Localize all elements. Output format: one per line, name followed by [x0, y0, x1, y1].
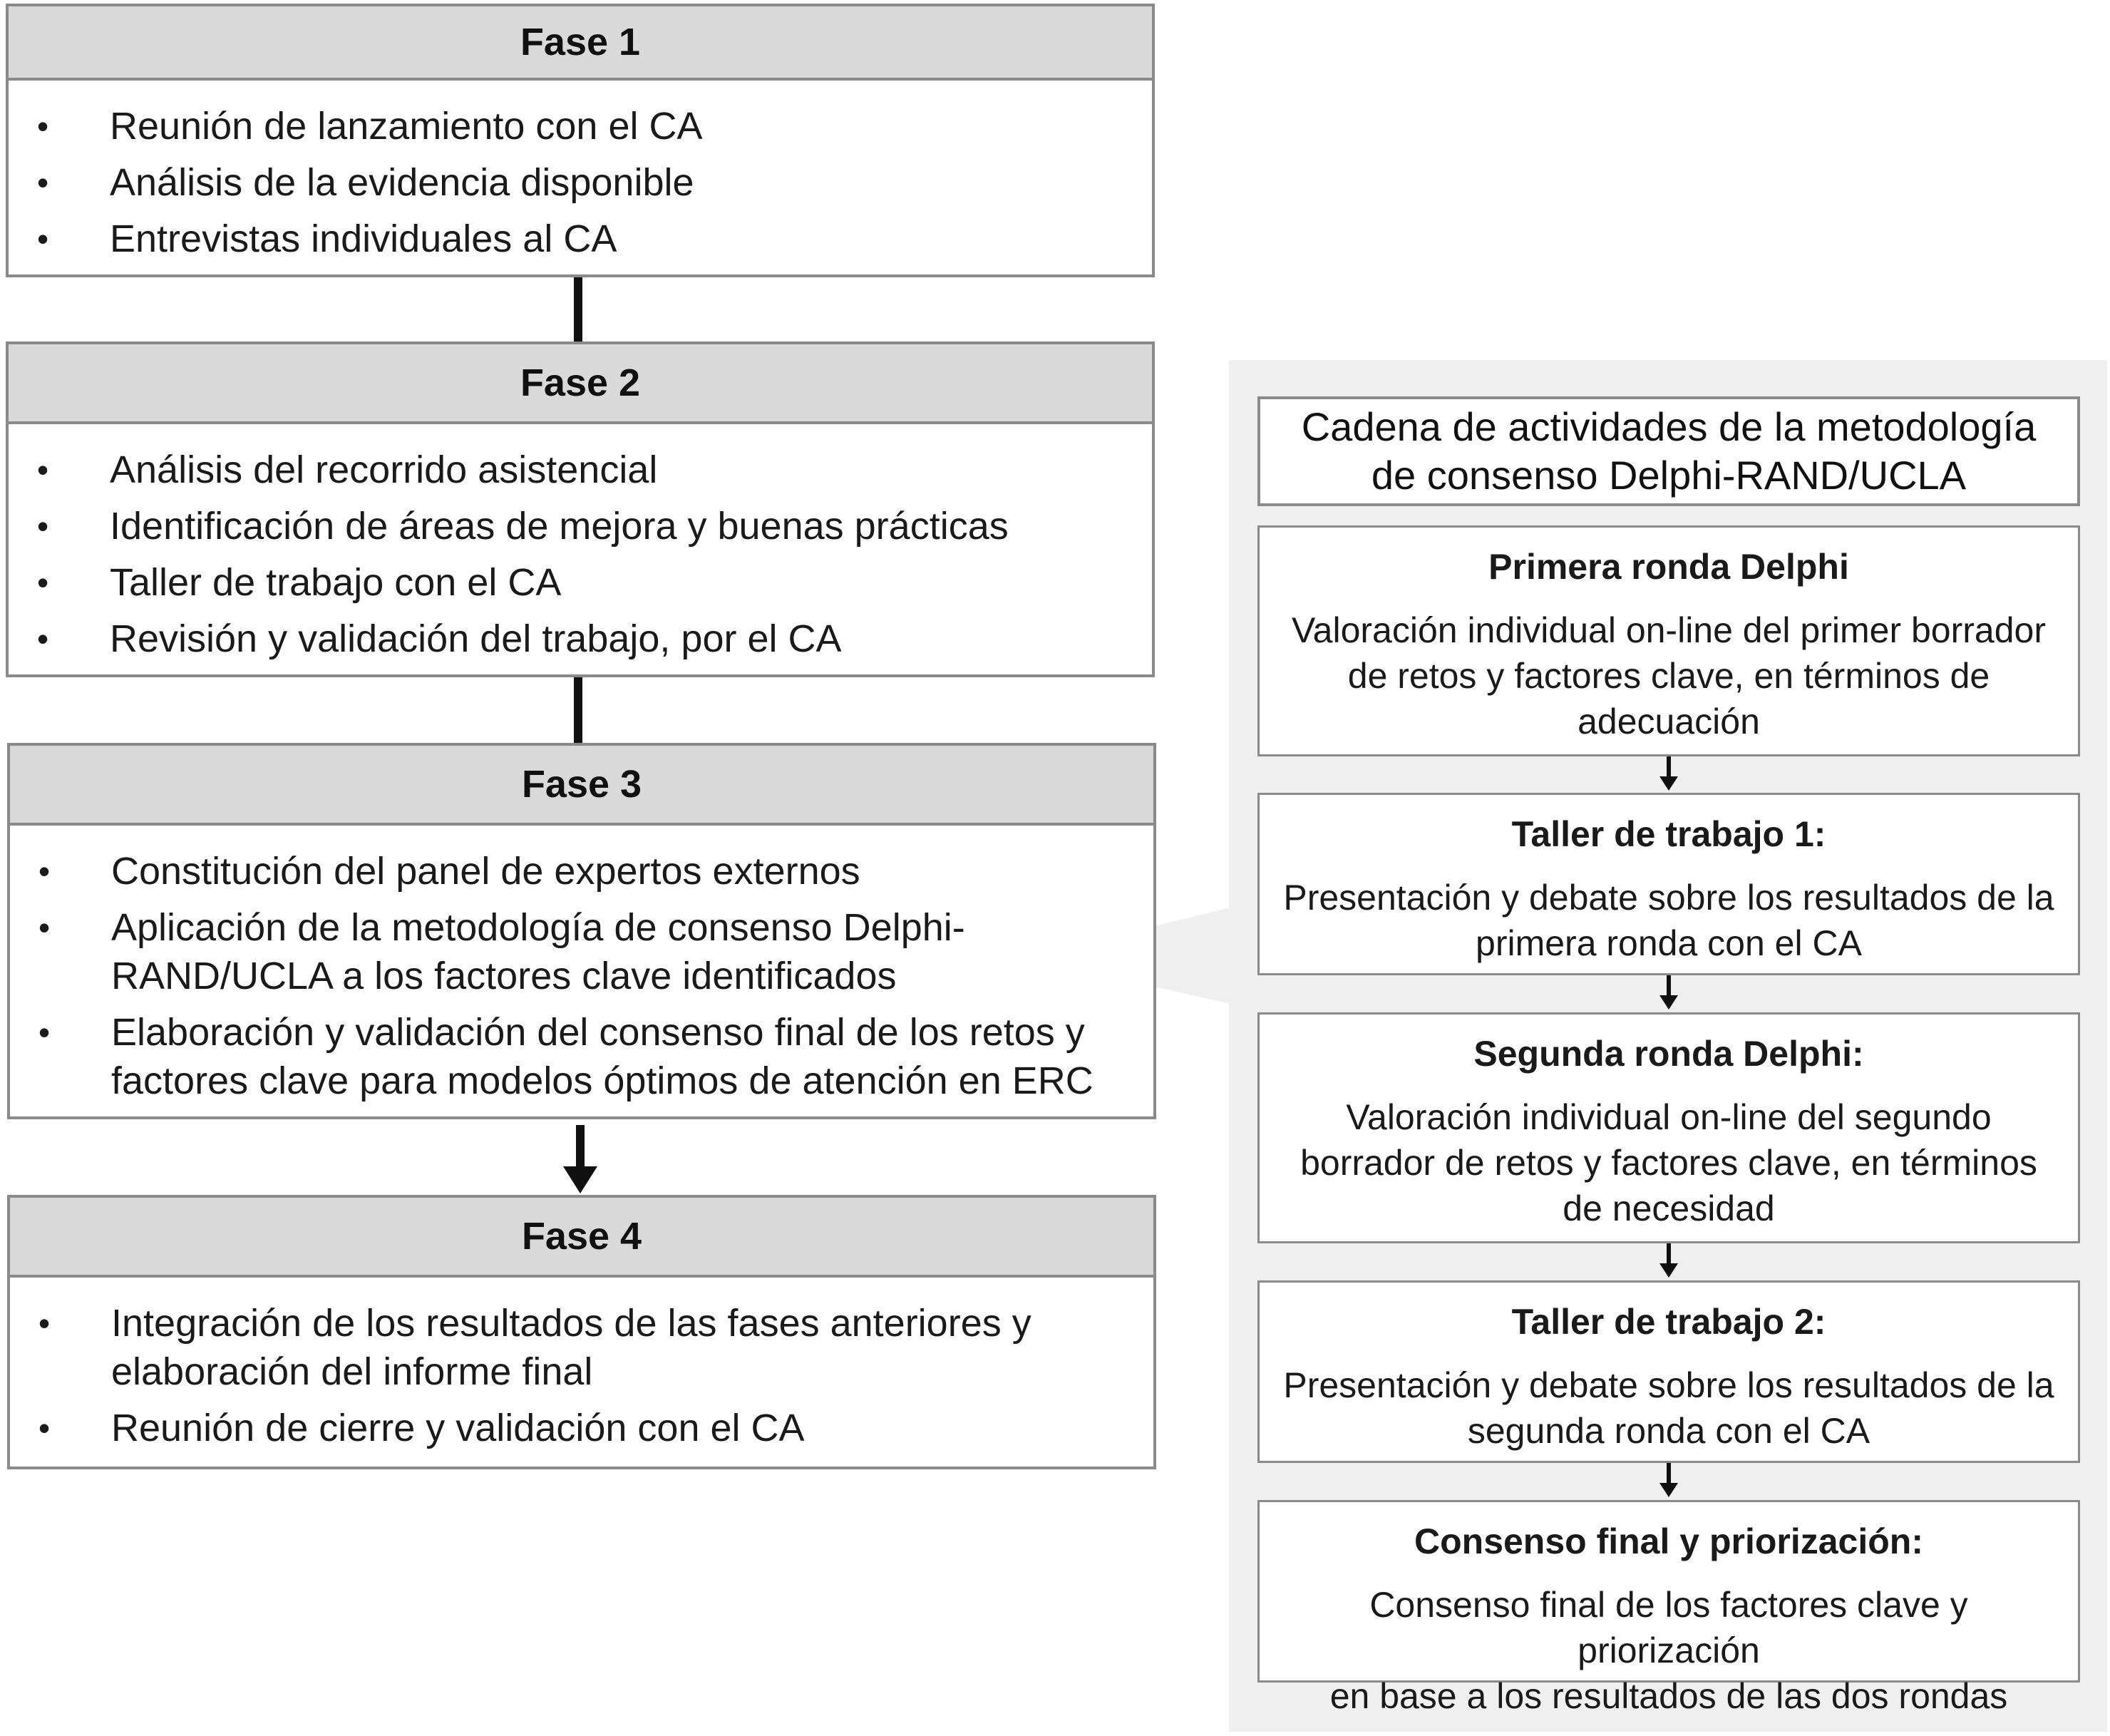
list-item: Revisión y validación del trabajo, por e…	[9, 615, 1152, 663]
list-item: Identificación de áreas de mejora y buen…	[9, 502, 1152, 550]
step-arrow-head	[1659, 1483, 1678, 1497]
phase-4-list: Integración de los resultados de las fas…	[10, 1278, 1153, 1467]
step-description: Valoración individual on-line del segund…	[1300, 1097, 2037, 1228]
list-item: Análisis de la evidencia disponible	[9, 158, 1152, 207]
phase-1-title: Fase 1	[9, 6, 1152, 81]
phase-1-list: Reunión de lanzamiento con el CA Análisi…	[9, 81, 1152, 274]
list-item: Reunión de lanzamiento con el CA	[9, 102, 1152, 150]
list-item: Entrevistas individuales al CA	[9, 215, 1152, 263]
step-description: Presentación y debate sobre los resultad…	[1283, 878, 2054, 963]
step-taller-2: Taller de trabajo 2: Presentación y deba…	[1257, 1280, 2080, 1463]
list-item: Constitución del panel de expertos exter…	[10, 847, 1153, 895]
phase-3-box: Fase 3 Constitución del panel de experto…	[7, 743, 1156, 1119]
phase-3-list: Constitución del panel de expertos exter…	[10, 826, 1153, 1116]
step-arrow-head	[1659, 776, 1678, 791]
connector-fase1-fase2	[574, 272, 582, 341]
list-item: Taller de trabajo con el CA	[9, 558, 1152, 607]
phase-3-title: Fase 3	[10, 746, 1153, 826]
step-consenso-final: Consenso final y priorización: Consenso …	[1257, 1500, 2080, 1716]
step-title: Taller de trabajo 1:	[1511, 814, 1826, 854]
step-arrow-head	[1659, 1263, 1678, 1278]
step-connector	[1667, 975, 1671, 995]
step-taller-1: Taller de trabajo 1: Presentación y deba…	[1257, 793, 2080, 975]
step-description: Valoración individual on-line del primer…	[1292, 610, 2046, 741]
step-primera-ronda: Primera ronda Delphi Valoración individu…	[1257, 525, 2080, 756]
list-item: Reunión de cierre y validación con el CA	[10, 1404, 1153, 1452]
step-connector	[1667, 1463, 1671, 1483]
step-title: Consenso final y priorización:	[1414, 1521, 1923, 1561]
phase-2-box: Fase 2 Análisis del recorrido asistencia…	[6, 341, 1155, 677]
step-arrow-head	[1659, 995, 1678, 1010]
list-item: Elaboración y validación del consenso fi…	[10, 1008, 1153, 1105]
step-description: Presentación y debate sobre los resultad…	[1283, 1365, 2054, 1451]
step-connector	[1667, 756, 1671, 776]
phase-2-title: Fase 2	[9, 344, 1152, 424]
step-title: Segunda ronda Delphi:	[1473, 1034, 1864, 1074]
phase-4-box: Fase 4 Integración de los resultados de …	[7, 1195, 1156, 1469]
step-connector	[1667, 1243, 1671, 1263]
step-description: Consenso final de los factores clave y p…	[1329, 1585, 2008, 1716]
phase-4-title: Fase 4	[10, 1198, 1153, 1278]
arrow-head-fase4	[563, 1166, 597, 1193]
list-item: Integración de los resultados de las fas…	[10, 1299, 1153, 1396]
list-item: Aplicación de la metodología de consenso…	[10, 903, 1153, 1000]
list-item: Análisis del recorrido asistencial	[9, 446, 1152, 494]
phase-1-box: Fase 1 Reunión de lanzamiento con el CA …	[6, 4, 1155, 277]
step-title: Primera ronda Delphi	[1488, 547, 1849, 587]
connector-fase2-fase3	[574, 673, 582, 744]
step-segunda-ronda: Segunda ronda Delphi: Valoración individ…	[1257, 1012, 2080, 1243]
methodology-title: Cadena de actividades de la metodología …	[1257, 396, 2080, 506]
connector-fase3-fase4	[576, 1125, 585, 1168]
phase-2-list: Análisis del recorrido asistencial Ident…	[9, 424, 1152, 674]
step-title: Taller de trabajo 2:	[1511, 1302, 1826, 1342]
